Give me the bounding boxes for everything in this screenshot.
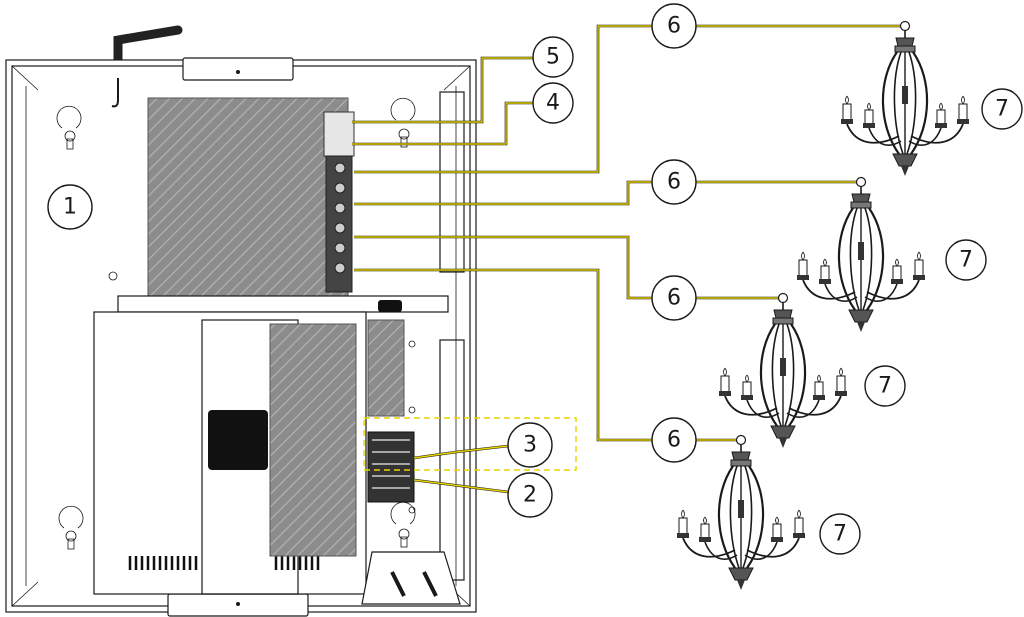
callout-label: 2 (523, 483, 537, 508)
callout-1: 1 (47, 184, 93, 230)
callout-label: 6 (667, 14, 681, 39)
controller-module (147, 97, 349, 299)
callout-label: 1 (63, 195, 77, 220)
callout-7: 7 (819, 513, 861, 555)
wiring (352, 24, 904, 494)
callout-label: 7 (878, 374, 892, 399)
callout-2: 2 (507, 472, 553, 518)
callout-label: 7 (995, 97, 1009, 122)
power-supply-module (269, 323, 357, 557)
chandelier-light (675, 434, 807, 592)
callout-label: 7 (959, 248, 973, 273)
vent-slots (128, 556, 320, 570)
callout-label: 6 (667, 428, 681, 453)
callout-label: 3 (523, 433, 537, 458)
chandelier-light (839, 20, 971, 178)
callout-5: 5 (532, 36, 574, 78)
callout-label: 4 (546, 91, 560, 116)
keyhole-icon (58, 505, 84, 550)
callout-label: 6 (667, 286, 681, 311)
callout-4: 4 (532, 82, 574, 124)
callout-3: 3 (507, 422, 553, 468)
callout-6: 6 (651, 159, 697, 205)
keyhole-icon (56, 105, 82, 150)
callout-label: 5 (546, 45, 560, 70)
chandelier-light (795, 176, 927, 334)
callout-label: 6 (667, 170, 681, 195)
callout-6: 6 (651, 275, 697, 321)
keyhole-icon (390, 97, 416, 148)
fan-icon (208, 410, 268, 470)
callout-7: 7 (864, 365, 906, 407)
callout-7: 7 (945, 239, 987, 281)
callout-6: 6 (651, 417, 697, 463)
chandelier-light (717, 292, 849, 450)
input-terminal-strip (367, 431, 415, 503)
callout-label: 7 (833, 522, 847, 547)
enclosure (5, 25, 577, 617)
callout-7: 7 (981, 88, 1023, 130)
callout-6: 6 (651, 3, 697, 49)
